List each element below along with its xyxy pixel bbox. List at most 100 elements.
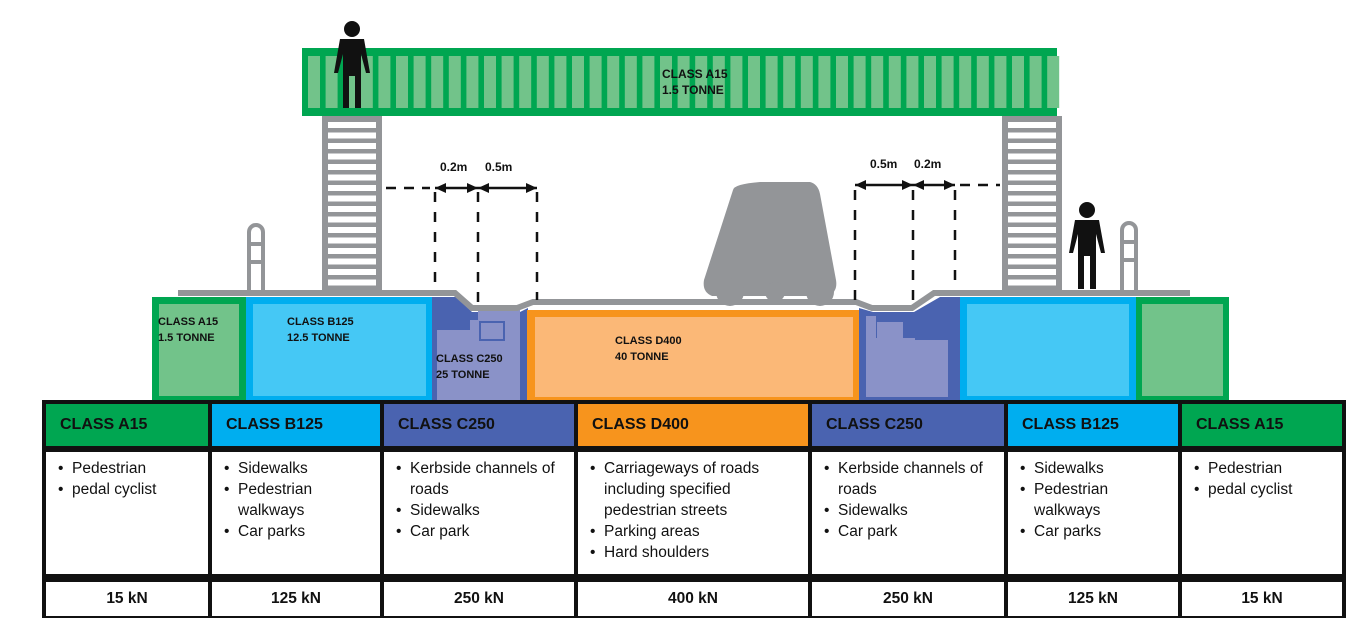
application-list-cell: Pedestrianpedal cyclist bbox=[46, 452, 208, 574]
application-list: Carriageways of roads including specifie… bbox=[586, 458, 800, 563]
application-list: Pedestrianpedal cyclist bbox=[54, 458, 200, 500]
stair-rung bbox=[1008, 237, 1056, 244]
zone-c250-right bbox=[859, 297, 960, 400]
stair-rung bbox=[328, 248, 376, 254]
bridge-slat bbox=[624, 56, 637, 108]
footbridge-deck bbox=[302, 48, 1060, 116]
road-surface bbox=[178, 290, 1190, 311]
car-icon bbox=[703, 182, 837, 306]
bridge-slat bbox=[976, 56, 989, 108]
bridge-slat bbox=[730, 56, 743, 108]
list-item: pedal cyclist bbox=[1190, 479, 1334, 500]
bridge-slat bbox=[871, 56, 884, 108]
stair-rung bbox=[328, 164, 376, 170]
stair-rung bbox=[328, 258, 376, 265]
bridge-slat bbox=[783, 56, 796, 108]
list-item: Sidewalks bbox=[392, 500, 566, 521]
list-item: Carriageways of roads including specifie… bbox=[586, 458, 800, 521]
stair-rung bbox=[1008, 216, 1056, 223]
bridge-slat bbox=[660, 56, 672, 108]
bridge-slat bbox=[536, 56, 549, 108]
bridge-slat bbox=[360, 56, 373, 108]
application-list: Kerbside channels of roadsSidewalksCar p… bbox=[820, 458, 996, 542]
load-rating-cell: 125 kN bbox=[212, 582, 380, 616]
column-header: CLASS D400 bbox=[578, 404, 808, 446]
zone-class: CLASS D400 bbox=[615, 335, 682, 347]
stair-rung bbox=[1008, 258, 1056, 265]
bridge-slat bbox=[378, 56, 391, 108]
zone-a15-right bbox=[1136, 297, 1229, 400]
stair-rung bbox=[328, 206, 376, 212]
bridge-slat bbox=[994, 56, 1007, 108]
stair-rung bbox=[1008, 248, 1056, 254]
application-list-cell: SidewalksPedestrian walkwaysCar parks bbox=[1008, 452, 1178, 574]
stair-rung bbox=[1008, 132, 1056, 139]
bridge-slat bbox=[448, 56, 461, 108]
bridge-slat bbox=[888, 56, 901, 108]
list-item: Pedestrian walkways bbox=[1016, 479, 1170, 521]
stair-rung bbox=[1008, 122, 1056, 128]
dimension-label: 0.5m bbox=[485, 160, 513, 174]
stair-rung bbox=[1008, 143, 1056, 149]
stair-rung bbox=[328, 237, 376, 244]
person-icon-sidewalk bbox=[1069, 202, 1105, 289]
stair-rung bbox=[328, 143, 376, 149]
stair-rung bbox=[328, 153, 376, 160]
bridge-slat bbox=[853, 56, 866, 108]
zone-d400 bbox=[527, 310, 859, 400]
dimension-label: 0.2m bbox=[914, 157, 942, 171]
stair-rung bbox=[328, 227, 376, 233]
bridge-slat bbox=[501, 56, 514, 108]
bridge-slat bbox=[748, 56, 760, 108]
application-list: Pedestrianpedal cyclist bbox=[1190, 458, 1334, 500]
bridge-slat bbox=[1047, 56, 1060, 108]
list-item: Car parks bbox=[220, 521, 372, 542]
zone-tonnage: 25 TONNE bbox=[436, 369, 490, 381]
bridge-slat bbox=[836, 56, 848, 108]
column-header: CLASS A15 bbox=[1182, 404, 1342, 446]
bridge-slat bbox=[325, 56, 338, 108]
bridge-slat bbox=[924, 56, 936, 108]
dimension-label: 0.5m bbox=[870, 157, 898, 171]
bridge-slat bbox=[466, 56, 479, 108]
load-rating-cell: 15 kN bbox=[1182, 582, 1342, 616]
stair-rung bbox=[1008, 269, 1056, 275]
application-list-cell: SidewalksPedestrian walkwaysCar parks bbox=[212, 452, 380, 574]
bridge-slat bbox=[712, 56, 725, 108]
list-item: Car park bbox=[820, 521, 996, 542]
list-item: Sidewalks bbox=[220, 458, 372, 479]
application-list-cell: Kerbside channels of roadsSidewalksCar p… bbox=[384, 452, 574, 574]
load-rating-cell: 250 kN bbox=[812, 582, 1004, 616]
stair-rung bbox=[328, 269, 376, 275]
table-column-b125: CLASS B125SidewalksPedestrian walkwaysCa… bbox=[212, 400, 380, 618]
bridge-slat bbox=[554, 56, 567, 108]
load-rating-cell: 125 kN bbox=[1008, 582, 1178, 616]
stair-rung bbox=[328, 216, 376, 223]
bollard-right bbox=[1120, 221, 1138, 290]
stair-rung bbox=[1008, 185, 1056, 191]
bridge-slat bbox=[1029, 56, 1042, 108]
zone-class: CLASS A15 bbox=[158, 316, 219, 328]
bridge-slat bbox=[308, 56, 320, 108]
application-list: SidewalksPedestrian walkwaysCar parks bbox=[220, 458, 372, 542]
dimension-lines-right bbox=[853, 180, 1000, 310]
road-cross-section-diagram bbox=[152, 21, 1229, 400]
dimension-label: 0.2m bbox=[440, 160, 468, 174]
column-header: CLASS C250 bbox=[384, 404, 574, 446]
stair-rung bbox=[1008, 164, 1056, 170]
list-item: Pedestrian bbox=[54, 458, 200, 479]
stair-rung bbox=[1008, 227, 1056, 233]
list-item: Sidewalks bbox=[820, 500, 996, 521]
list-item: pedal cyclist bbox=[54, 479, 200, 500]
application-list-cell: Kerbside channels of roadsSidewalksCar p… bbox=[812, 452, 1004, 574]
bridge-slat bbox=[959, 56, 972, 108]
application-list-cell: Carriageways of roads including specifie… bbox=[578, 452, 808, 574]
stair-rung bbox=[328, 195, 376, 202]
bridge-slat bbox=[431, 56, 444, 108]
list-item: Pedestrian bbox=[1190, 458, 1334, 479]
bridge-slat bbox=[572, 56, 584, 108]
